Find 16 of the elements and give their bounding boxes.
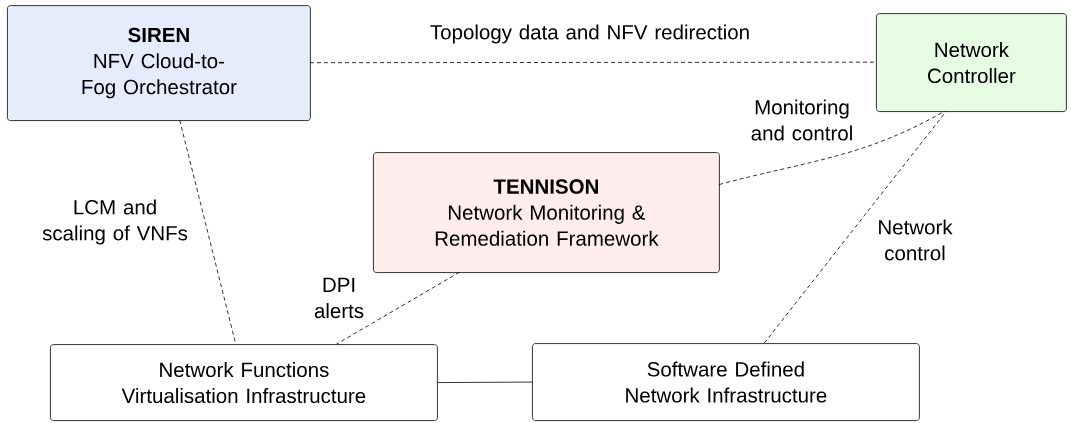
connector: [763, 110, 947, 344]
connector: [309, 61, 877, 64]
edge-label: Monitoring and control: [751, 99, 852, 141]
edge-label: Topology data and NFV redirection: [430, 24, 749, 44]
infrastructure-box: Network Functions Virtualisation Infrastructure: [50, 344, 438, 421]
infrastructure-box: Software Defined Network Infrastructure: [532, 343, 920, 421]
connector: [718, 110, 945, 185]
orchestrator-box: SIREN NFV Cloud-to-Fog Orchestrator: [7, 5, 311, 121]
controller-box: Network Controller: [876, 13, 1067, 112]
edge-label: DPI alerts: [314, 277, 364, 319]
connector: [179, 119, 237, 345]
edge-label: Network control: [879, 219, 953, 261]
edge-label: LCM and scaling of VNFs: [42, 199, 188, 245]
framework-box: TENNISON Network Monitoring & Remediation Framework: [373, 152, 720, 273]
connector: [336, 271, 460, 345]
connector: [437, 381, 533, 383]
